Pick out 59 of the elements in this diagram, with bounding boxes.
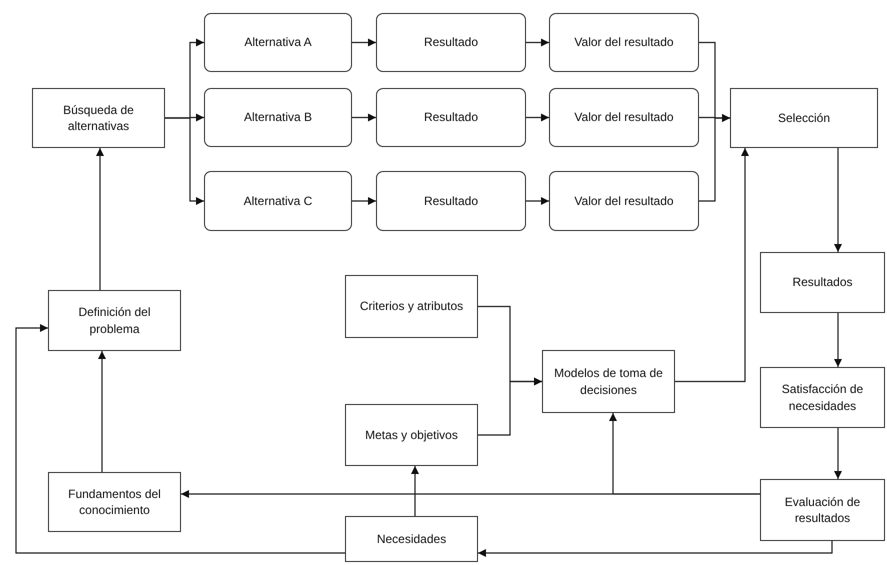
process-box [345,404,478,466]
arrow [352,114,376,122]
arrow [15,324,345,554]
arrow [478,541,833,557]
process-box [32,88,165,148]
node-label: Fundamentos del conocimiento [67,486,162,518]
process-box [549,171,699,231]
process-box [760,252,885,313]
node-label: Necesidades [376,530,446,548]
arrow [165,117,204,205]
process-box [376,13,526,72]
process-box [204,88,352,147]
node-label: Alternativa A [244,34,312,51]
node-label: Alternativa C [244,192,312,210]
process-box [48,472,181,532]
process-box [204,13,352,72]
arrow [98,351,106,472]
arrow [834,428,842,479]
node-label: Búsqueda de alternativas [62,102,135,134]
node-label: Metas y objetivos [365,426,458,444]
node-label: Resultado [424,109,478,126]
process-box [345,275,478,338]
arrow [478,378,542,436]
arrow [96,148,104,290]
arrow [675,148,749,382]
node-label: Resultado [424,192,478,210]
node-label: Valor del resultado [574,34,674,51]
process-box [345,516,478,562]
node-label: Criterios y atributos [360,298,464,315]
node-label: Satisfacción de necesidades [780,381,864,414]
node-label: Resultados [792,274,853,291]
process-box [376,88,526,147]
process-box [204,171,352,231]
arrow [526,197,549,205]
node-label: Resultado [424,34,478,51]
arrow [834,313,842,367]
process-box [376,171,526,231]
process-box [730,88,878,148]
process-box [760,367,885,428]
node-label: Alternativa B [244,109,312,126]
arrow [352,38,376,46]
node-label: Definición del problema [77,304,152,337]
arrow [526,114,549,122]
node-label: Modelos de toma de decisiones [553,365,664,398]
node-label: Valor del resultado [574,109,674,126]
node-label: Valor del resultado [574,192,674,210]
node-label: Selección [778,110,830,126]
process-box [542,350,675,413]
arrow [352,197,376,205]
arrow [699,114,730,202]
process-box [760,479,885,541]
node-label: Evaluación de resultados [784,494,862,526]
arrow [834,148,842,252]
process-box [48,290,181,351]
process-box [549,88,699,147]
arrow [609,413,760,495]
arrow [526,38,549,46]
process-box [549,13,699,72]
arrow [411,466,419,516]
